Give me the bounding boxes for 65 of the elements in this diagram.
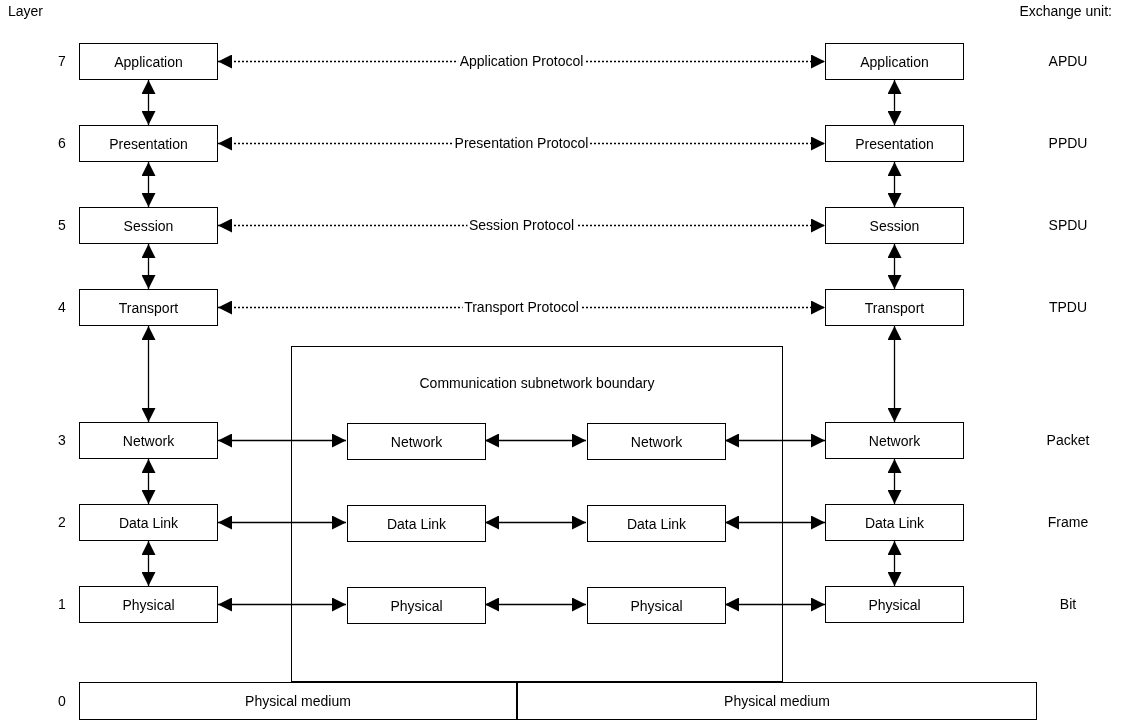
edge-label: Application Protocol [457,52,586,69]
arrow [484,433,587,448]
layer-number: 7 [58,53,66,69]
exchange-unit: Frame [1047,514,1089,530]
layer-number: 0 [58,693,66,709]
subnetwork-boundary-box: Communication subnetwork boundary Network Network Data Link Data Link Physical Physical [291,346,783,682]
arrow [887,161,902,208]
layer-box: Physical [347,587,486,624]
layer-box: Network [79,422,218,459]
layer-box: Transport [79,289,218,326]
layer-box: Application [825,43,964,80]
column-heading: Layer [8,3,44,19]
medium-box: Physical medium [79,682,517,720]
layer-box: Physical [825,586,964,623]
edge-label: Transport Protocol [462,298,581,315]
exchange-unit: TPDU [1048,299,1088,315]
layer-number: 4 [58,299,66,315]
layer-box: Transport [825,289,964,326]
layer-box: Network [347,423,486,460]
arrow [887,243,902,290]
arrow [141,458,156,505]
medium-box: Physical medium [517,682,1037,720]
exchange-unit: PPDU [1048,135,1088,151]
arrow [887,540,902,587]
arrow [217,515,347,530]
layer-box: Session [79,207,218,244]
layer-number: 2 [58,514,66,530]
arrow [141,79,156,126]
arrow [217,433,347,448]
layer-box: Network [587,423,726,460]
arrow [887,79,902,126]
layer-box: Session [825,207,964,244]
arrow [217,597,347,612]
layer-box: Physical [587,587,726,624]
layer-number: 6 [58,135,66,151]
edge-label: Presentation Protocol [452,134,591,151]
arrow [887,325,902,423]
layer-box: Physical [79,586,218,623]
layer-box: Data Link [587,505,726,542]
layer-number: 1 [58,596,66,612]
arrow [724,597,826,612]
arrow [141,325,156,423]
layer-box: Data Link [825,504,964,541]
layer-number: 3 [58,432,66,448]
layer-box: Presentation [825,125,964,162]
exchange-unit: Bit [1059,596,1077,612]
arrow [724,433,826,448]
exchange-unit: APDU [1048,53,1088,69]
column-heading: Exchange unit: [1019,3,1112,19]
arrow [724,515,826,530]
layer-box: Data Link [79,504,218,541]
arrow [141,243,156,290]
layer-box: Presentation [79,125,218,162]
exchange-unit: SPDU [1048,217,1088,233]
arrow [484,515,587,530]
layer-number: 5 [58,217,66,233]
arrow [484,597,587,612]
arrow [141,161,156,208]
layer-box: Network [825,422,964,459]
layer-box: Application [79,43,218,80]
layer-box: Data Link [347,505,486,542]
edge-label: Session Protocol [466,216,577,233]
exchange-unit: Packet [1046,432,1090,448]
arrow [887,458,902,505]
arrow [141,540,156,587]
